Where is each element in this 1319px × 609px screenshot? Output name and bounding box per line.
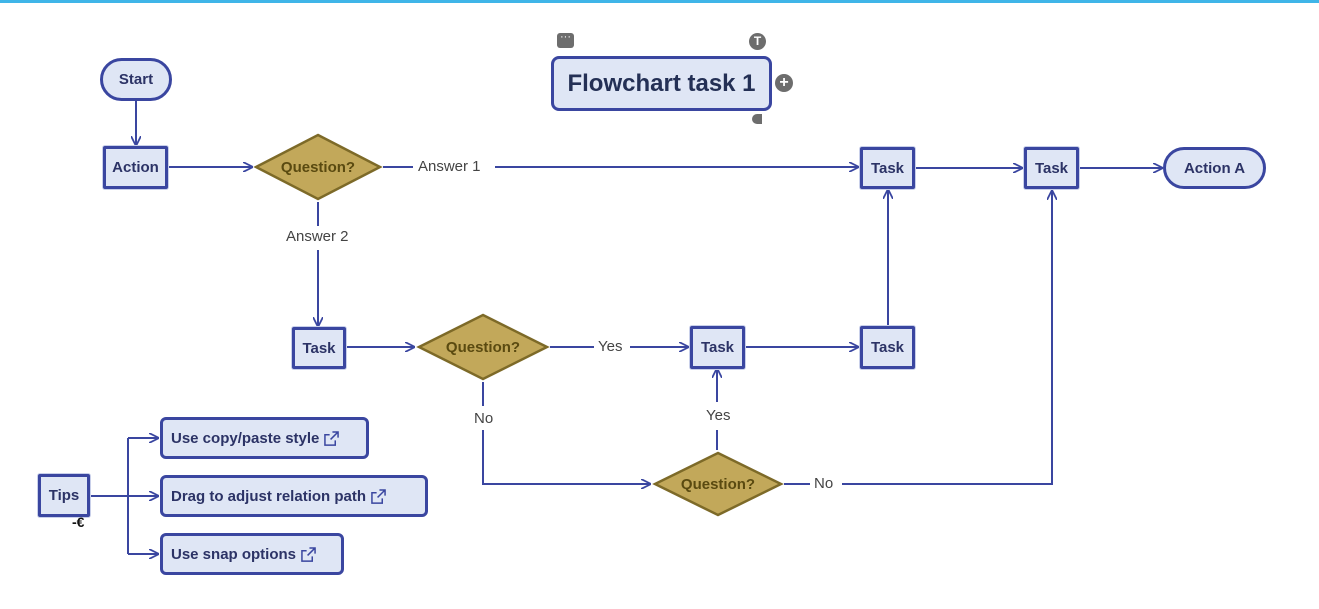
- tip-2-label: Drag to adjust relation path: [171, 487, 367, 505]
- tip-3-label: Use snap options: [171, 545, 297, 563]
- tip-drag-adjust-path[interactable]: Drag to adjust relation path: [160, 475, 428, 517]
- edge-label-yes-2: Yes: [702, 407, 735, 425]
- edge-label-answer2: Answer 2: [282, 228, 353, 246]
- task-top-2-label: Task: [1034, 159, 1069, 177]
- question-3-label: Question?: [680, 475, 756, 493]
- edge-q3-no-b: [842, 191, 1052, 485]
- collapse-handle-icon[interactable]: [752, 114, 762, 124]
- edge-label-answer1: Answer 1: [414, 158, 485, 176]
- task-top-2[interactable]: Task: [1024, 147, 1079, 189]
- tip-copy-paste-style[interactable]: Use copy/paste style: [160, 417, 369, 459]
- external-link-icon[interactable]: [371, 488, 386, 504]
- question-diamond-2[interactable]: Question?: [416, 312, 550, 382]
- tip-snap-options[interactable]: Use snap options: [160, 533, 344, 575]
- central-topic-title: Flowchart task 1: [567, 69, 756, 97]
- task-mid-center[interactable]: Task: [690, 326, 745, 369]
- external-link-icon[interactable]: [324, 430, 340, 446]
- tips-node[interactable]: Tips: [38, 474, 90, 517]
- external-link-icon[interactable]: [301, 546, 316, 562]
- task-mid-left-label: Task: [302, 339, 336, 357]
- action-a-node[interactable]: Action A: [1163, 147, 1266, 189]
- topic-top-icon[interactable]: T: [749, 33, 766, 50]
- add-topic-icon[interactable]: +: [775, 74, 793, 92]
- action-a-label: Action A: [1183, 159, 1246, 177]
- task-top-1[interactable]: Task: [860, 147, 915, 189]
- top-accent-bar: [0, 0, 1319, 3]
- task-mid-right[interactable]: Task: [860, 326, 915, 369]
- question-2-label: Question?: [445, 338, 521, 356]
- collapse-toggle-icon[interactable]: -€: [72, 514, 85, 530]
- edge-q2-no-b: [482, 430, 650, 484]
- task-mid-left[interactable]: Task: [292, 327, 346, 369]
- tip-1-label: Use copy/paste style: [171, 429, 320, 447]
- question-diamond-3[interactable]: Question?: [652, 450, 784, 518]
- edge-label-no-1: No: [470, 410, 498, 428]
- edge-label-yes-1: Yes: [594, 338, 627, 356]
- central-topic[interactable]: Flowchart task 1: [551, 56, 772, 111]
- start-node-label: Start: [118, 71, 154, 88]
- task-mid-right-label: Task: [870, 339, 905, 356]
- question-1-label: Question?: [280, 158, 356, 176]
- more-options-icon[interactable]: ···: [557, 32, 574, 48]
- question-diamond-1[interactable]: Question?: [253, 132, 383, 202]
- task-mid-center-label: Task: [700, 339, 735, 356]
- tips-label: Tips: [48, 487, 80, 504]
- action-node[interactable]: Action: [103, 146, 168, 189]
- start-node[interactable]: Start: [100, 58, 172, 101]
- edge-label-no-2: No: [810, 475, 838, 493]
- task-top-1-label: Task: [870, 159, 905, 177]
- action-node-label: Action: [112, 159, 159, 176]
